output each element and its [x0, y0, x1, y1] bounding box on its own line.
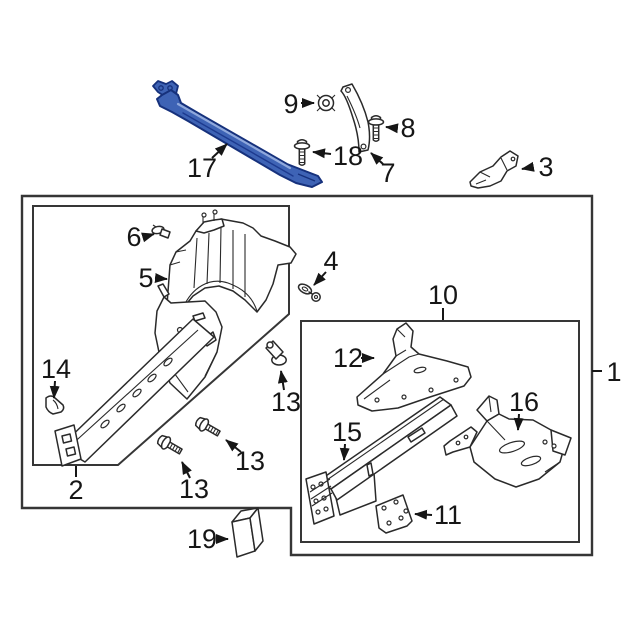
- part-17-brace-highlighted: [152, 80, 323, 188]
- callout-11-number: 11: [434, 500, 462, 530]
- part-5-wheelhouse-panel: [165, 209, 297, 319]
- part-13-bolt-a: [265, 340, 287, 366]
- callout-10: 10: [428, 280, 458, 320]
- callout-9: 9: [283, 89, 315, 119]
- callout-13c: 13: [179, 461, 209, 504]
- part-7-bracket: [340, 83, 371, 153]
- callout-3-number: 3: [538, 152, 553, 182]
- callout-12: 12: [333, 343, 375, 373]
- callout-2-number: 2: [68, 475, 83, 505]
- part-2-apron-rail-assembly: [54, 283, 223, 467]
- callout-15-number: 15: [332, 417, 362, 447]
- callout-10-number: 10: [428, 280, 458, 310]
- callout-8-number: 8: [400, 113, 415, 143]
- callout-9-number: 9: [283, 89, 298, 119]
- callout-13b-number: 13: [235, 446, 265, 476]
- part-14-fastener: [45, 395, 65, 415]
- callout-7: 7: [370, 152, 396, 188]
- callout-1: 1: [592, 357, 622, 387]
- part-13-bolt-b: [192, 414, 223, 440]
- callout-18-number: 18: [333, 141, 363, 171]
- callout-1-number: 1: [606, 357, 621, 387]
- part-9-nut: [316, 94, 336, 112]
- callout-4-number: 4: [323, 246, 338, 276]
- callout-14: 14: [41, 354, 71, 399]
- callout-17: 17: [187, 143, 228, 183]
- callout-7-number: 7: [380, 158, 395, 188]
- callout-19-number: 19: [187, 524, 217, 554]
- part-3-bracket: [469, 150, 519, 189]
- callout-13a: 13: [271, 370, 301, 417]
- part-12-bracket: [356, 322, 472, 412]
- callout-6: 6: [126, 222, 155, 252]
- assembly-box-10-outline: [300, 320, 580, 543]
- callout-4: 4: [313, 246, 339, 286]
- callout-15: 15: [332, 417, 362, 461]
- part-4-screw: [297, 283, 321, 302]
- callout-5: 5: [138, 263, 168, 293]
- callout-18: 18: [312, 141, 363, 171]
- part-18-bolt: [293, 139, 311, 166]
- part-13-bolt-c: [154, 432, 185, 458]
- callout-13b: 13: [225, 439, 265, 476]
- part-16-bracket: [443, 395, 572, 488]
- callout-16-number: 16: [509, 387, 539, 417]
- callout-12-number: 12: [333, 343, 363, 373]
- part-15-frame-rail: [305, 396, 458, 525]
- part-8-bolt: [367, 115, 385, 142]
- callout-13a-number: 13: [271, 387, 301, 417]
- callout-11: 11: [414, 500, 462, 530]
- part-11-plate: [375, 494, 413, 534]
- assembly-box-1-outline: [20, 194, 594, 557]
- part-19-block: [231, 507, 264, 558]
- callout-5-number: 5: [138, 263, 153, 293]
- callout-19: 19: [187, 524, 229, 554]
- callout-8: 8: [385, 113, 416, 143]
- part-6-clip: [151, 224, 171, 239]
- callout-17-number: 17: [187, 153, 217, 183]
- callout-14-number: 14: [41, 354, 71, 384]
- callout-2: 2: [68, 466, 84, 505]
- assembly-box-2-outline: [32, 205, 290, 466]
- callout-16: 16: [509, 387, 539, 431]
- callout-6-number: 6: [126, 222, 141, 252]
- callout-13c-number: 13: [179, 474, 209, 504]
- callout-3: 3: [521, 152, 554, 182]
